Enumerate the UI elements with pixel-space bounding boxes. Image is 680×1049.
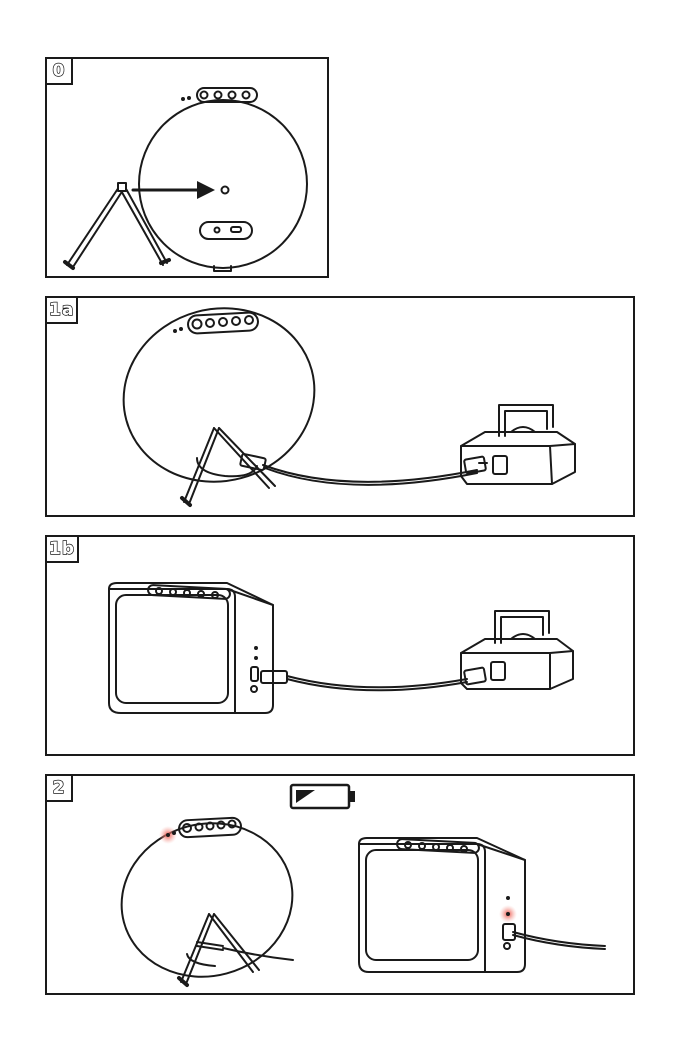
usb-cable — [240, 454, 486, 485]
box-speaker — [109, 583, 273, 713]
arrow-right-icon — [133, 181, 215, 199]
step-1a-panel: 1a — [45, 296, 635, 517]
step-0-panel: 0 — [45, 57, 329, 278]
port-panel — [200, 222, 252, 239]
usb-cable — [261, 667, 486, 690]
stand-illustration — [65, 183, 169, 268]
stand-socket-hole — [222, 187, 229, 194]
round-speaker — [104, 298, 334, 503]
stand-illustration — [182, 428, 275, 505]
wall-charger — [461, 611, 573, 689]
round-speaker-charging-diagram — [47, 298, 637, 519]
step-1b-panel: 1b — [45, 535, 635, 756]
round-speaker — [104, 804, 309, 995]
stand-illustration — [179, 914, 293, 985]
box-speaker — [359, 838, 605, 972]
step-2-panel: 2 — [45, 774, 635, 995]
charging-indicator-diagram — [47, 776, 637, 997]
round-speaker-back — [139, 88, 307, 271]
stand-attach-diagram — [47, 59, 331, 280]
battery-charging-icon — [291, 785, 355, 808]
box-speaker-charging-diagram — [47, 537, 637, 758]
